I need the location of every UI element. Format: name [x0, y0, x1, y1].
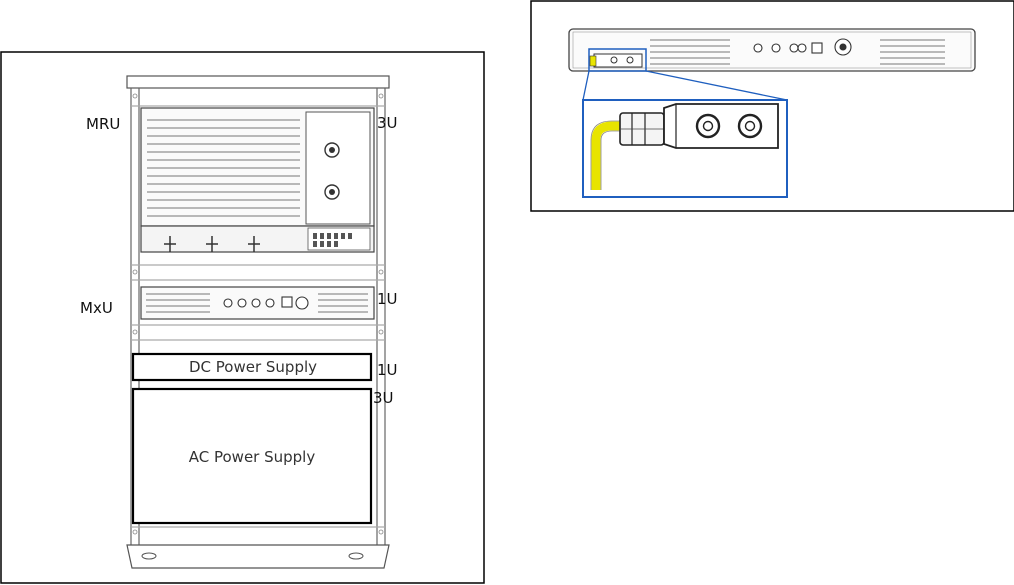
dc-power-supply: DC Power Supply	[133, 354, 371, 380]
mxu-size-label: 1U	[377, 290, 398, 308]
mru-unit	[141, 108, 374, 252]
rack-base	[127, 545, 389, 568]
mru-label: MRU	[86, 115, 120, 133]
mxu-unit	[141, 287, 374, 319]
dc-power-supply-label: DC Power Supply	[189, 358, 317, 376]
ac-power-supply-label: AC Power Supply	[189, 448, 316, 466]
dc-size-label: 1U	[377, 361, 398, 379]
ground-detail-panel	[531, 1, 1014, 211]
rack-top-cap	[127, 76, 389, 88]
ground-lug-zoom	[583, 100, 787, 197]
rack-panel: DC Power Supply AC Power Supply MRU 3U M…	[1, 52, 484, 583]
mru-size-label: 3U	[377, 114, 398, 132]
chassis-rear-view	[569, 29, 975, 71]
ac-size-label: 3U	[373, 389, 394, 407]
mxu-label: MxU	[80, 299, 113, 317]
ac-power-supply: AC Power Supply	[133, 389, 371, 523]
